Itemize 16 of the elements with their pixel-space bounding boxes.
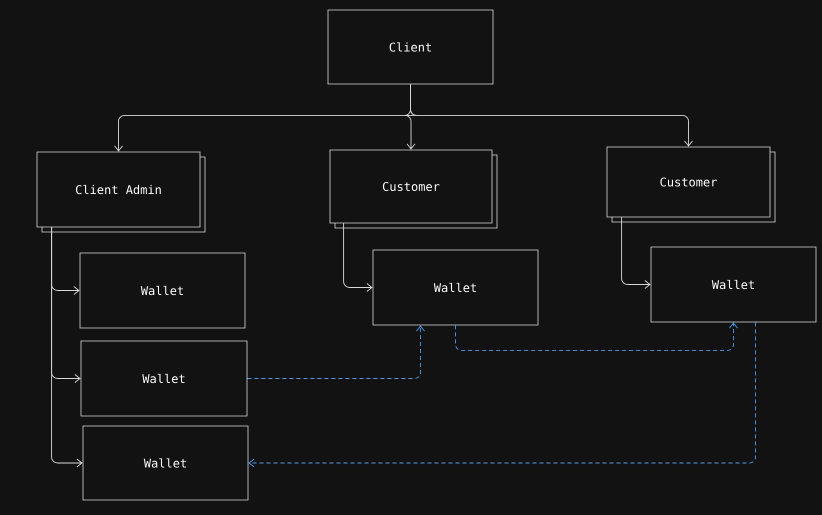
arrow: [343, 222, 373, 292]
arrow: [621, 216, 651, 289]
arrow: [455, 322, 738, 351]
entity-box: Client: [328, 10, 494, 84]
entity-box: Wallet: [650, 246, 816, 322]
arrow: [246, 325, 425, 379]
entity-box: Wallet: [80, 252, 246, 328]
entity-box: Wallet: [372, 250, 538, 326]
entity-box: Client Admin: [36, 152, 206, 232]
arrow: [248, 322, 756, 468]
entity-box: Wallet: [80, 340, 248, 416]
entity-box: Wallet: [82, 426, 248, 500]
arrow: [51, 226, 83, 468]
entity-box: Customer: [606, 146, 776, 222]
entity-box: Customer: [330, 150, 498, 228]
arrow: [410, 84, 693, 147]
